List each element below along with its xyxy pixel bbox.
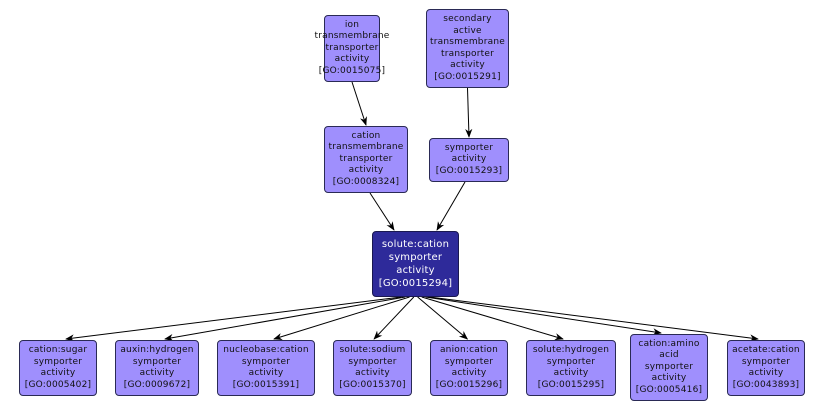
go-term-label: solute:cation [381, 239, 450, 250]
go-term-label: secondary [443, 14, 492, 24]
go-term-id: [GO:0005402] [24, 379, 92, 390]
go-term-label: activity [553, 368, 589, 378]
go-term-label: nucleobase:cation [223, 345, 309, 355]
go-term-label: acid [659, 350, 679, 361]
edge-arrow [373, 296, 415, 340]
go-term-node[interactable]: solute:cation symporter activity [GO:001529… [372, 231, 459, 297]
go-term-label: symporter [241, 356, 291, 367]
go-term-label: symporter [348, 356, 397, 367]
edge-arrow [421, 296, 564, 341]
go-term-id: [GO:0015291] [434, 71, 501, 82]
edge-arrow [425, 296, 662, 336]
go-term-id: [GO:0015294] [378, 278, 453, 289]
go-term-label: symporter [546, 356, 596, 367]
go-term-label: transporter [339, 153, 393, 164]
go-term-id: [GO:0015075] [318, 65, 386, 76]
go-term-label: symporter [644, 361, 694, 372]
go-term-label: anion:cation [439, 345, 499, 355]
go-term-label: auxin:hydrogen [120, 345, 194, 355]
go-term-label: activity [348, 165, 384, 176]
go-term-label: ion [344, 19, 360, 30]
go-term-label: symporter [132, 356, 182, 367]
edge-arrow [429, 296, 759, 342]
go-term-id: [GO:0015295] [537, 379, 605, 390]
go-term-label: activity [451, 368, 487, 378]
edge-arrow [436, 181, 466, 231]
go-term-id: [GO:0015296] [435, 379, 503, 390]
go-term-label: transporter [440, 48, 495, 59]
go-term-id: [GO:0008324] [332, 176, 400, 187]
go-term-id: [GO:0009672] [123, 379, 191, 390]
edge-arrow [65, 296, 402, 342]
go-term-label: cation [351, 130, 381, 141]
go-term-label: activity [450, 60, 485, 70]
go-term-label: activity [651, 373, 687, 384]
go-term-label: transmembrane [430, 37, 505, 47]
go-term-label: activity [355, 368, 390, 378]
edge-arrow [351, 81, 367, 126]
go-term-id: [GO:0015391] [232, 379, 300, 390]
go-term-label: solute:hydrogen [532, 345, 610, 355]
go-term-id: [GO:0015370] [339, 379, 406, 390]
go-term-label: activity [396, 265, 435, 276]
go-term-label: symporter [388, 252, 443, 263]
go-term-label: activity [139, 368, 175, 378]
go-term-label: activity [748, 368, 784, 378]
go-term-id: [GO:0005416] [635, 384, 703, 395]
go-term-label: symporter [741, 356, 791, 367]
edge-arrow [273, 296, 410, 341]
go-term-label: acetate:cation [732, 345, 800, 355]
go-term-label: symporter [444, 356, 494, 367]
edge-arrow [417, 296, 469, 340]
go-term-label: activity [40, 368, 76, 378]
go-term-label: active [453, 25, 482, 36]
go-term-label: transmembrane [314, 31, 390, 42]
edge-arrow [465, 87, 473, 138]
go-term-label: activity [334, 54, 370, 65]
go-term-label: symporter [33, 356, 83, 367]
go-term-label: solute:sodium [339, 345, 406, 355]
go-term-label: activity [451, 154, 487, 165]
go-term-id: [GO:0043893] [732, 379, 800, 390]
edge-arrow [369, 192, 395, 231]
go-term-label: symporter [444, 142, 494, 153]
go-term-id: [GO:0015293] [435, 165, 503, 176]
go-term-label: transporter [325, 42, 379, 53]
go-term-label: cation:amino [638, 338, 700, 349]
go-term-label: transmembrane [328, 142, 404, 153]
go-term-label: cation:sugar [28, 345, 88, 355]
go-term-label: activity [248, 368, 284, 378]
edge-arrow [164, 296, 406, 342]
